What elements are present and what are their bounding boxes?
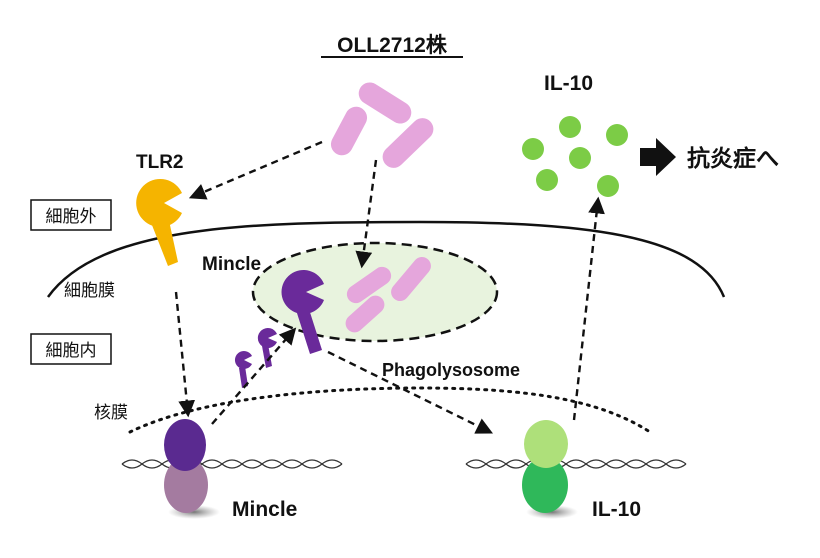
mincle-receptor bbox=[281, 270, 324, 354]
il10-gene-complex bbox=[522, 420, 578, 519]
il10-dot bbox=[559, 116, 581, 138]
nuclear-membrane-label: 核膜 bbox=[94, 403, 128, 423]
tlr2-receptor bbox=[136, 179, 182, 266]
bacterium-rod bbox=[346, 266, 392, 304]
arrow-mincle-to-il10-gene bbox=[327, 350, 494, 434]
il10-dot bbox=[569, 147, 591, 169]
il10-gene-bottom bbox=[522, 457, 568, 513]
nuclear-membrane-line bbox=[128, 386, 652, 434]
il10-gene-top bbox=[524, 420, 568, 468]
cell-membrane-label: 細胞膜 bbox=[64, 281, 115, 301]
mincle-small-receptor bbox=[234, 351, 252, 388]
il10-gene-label: IL-10 bbox=[592, 498, 641, 521]
bacterium-rod bbox=[345, 295, 385, 333]
bacterium-rod bbox=[382, 118, 434, 168]
internalized-bacteria bbox=[345, 256, 431, 333]
bacterium-rod bbox=[358, 82, 412, 124]
arrow-gene-to-mincle bbox=[211, 327, 297, 425]
arrow-bacteria-to-tlr2 bbox=[188, 140, 323, 200]
label-box-intracellular: 細胞内 bbox=[30, 333, 112, 365]
il10-dot bbox=[536, 169, 558, 191]
dna-strand-left bbox=[121, 459, 343, 469]
phagolysosome-label: Phagolysosome bbox=[382, 360, 520, 380]
anti-inflammatory-label: 抗炎症へ bbox=[687, 145, 779, 172]
arrow-il10-gene-to-secretion bbox=[572, 196, 605, 421]
dna-strand-right bbox=[465, 459, 687, 469]
cell-membrane-line bbox=[46, 220, 726, 298]
arrow-tlr2-to-nucleus bbox=[174, 291, 196, 418]
svg-text:細胞内: 細胞内 bbox=[46, 341, 97, 361]
anti-inflammatory-arrow-icon bbox=[640, 138, 676, 176]
bacterium-rod bbox=[330, 106, 368, 156]
bacterium-rod bbox=[391, 256, 431, 302]
il10-secreted-label: IL-10 bbox=[544, 72, 593, 95]
mincle-gene-complex bbox=[164, 419, 220, 519]
strain-title: OLL2712株 bbox=[337, 33, 448, 57]
arrow-bacteria-to-phagolysosome bbox=[355, 159, 378, 269]
il10-dot bbox=[597, 175, 619, 197]
pathway-arrows bbox=[174, 140, 605, 434]
phagolysosome bbox=[251, 241, 499, 343]
bacteria-cluster bbox=[330, 82, 434, 168]
mincle-small-receptor bbox=[257, 328, 277, 368]
il10-dot bbox=[522, 138, 544, 160]
il10-dot bbox=[606, 124, 628, 146]
svg-text:細胞外: 細胞外 bbox=[46, 207, 97, 227]
mincle-gene-bottom bbox=[164, 457, 208, 513]
label-box-extracellular: 細胞外 bbox=[30, 199, 112, 231]
mincle-receptor-label: Mincle bbox=[202, 254, 261, 275]
il10-molecules bbox=[522, 116, 628, 197]
mincle-gene-label: Mincle bbox=[232, 498, 297, 521]
tlr2-label: TLR2 bbox=[136, 152, 184, 173]
mincle-gene-top bbox=[164, 419, 206, 471]
